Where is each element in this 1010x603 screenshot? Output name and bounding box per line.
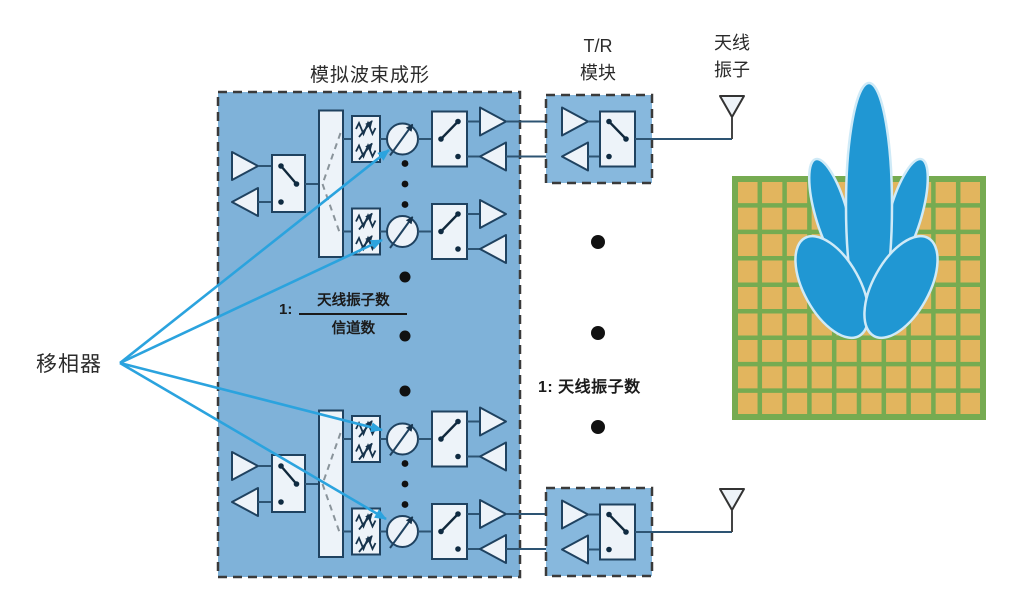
- analog-beamforming-title: 模拟波束成形: [309, 65, 430, 86]
- phase-shifter-label: 移相器: [36, 353, 102, 376]
- analog-beamforming-box: [216, 90, 522, 579]
- ellipsis-dot: [591, 326, 605, 340]
- ellipsis-dot: [399, 330, 411, 342]
- antenna-bottom: [719, 488, 745, 533]
- ratio-prefix: 1:: [279, 301, 293, 318]
- tr-module-bottom: [546, 488, 652, 576]
- tr-module-top: [546, 95, 652, 183]
- channel-ratio-fraction: 1: 天线振子数 信道数: [279, 289, 408, 338]
- ratio-denominator: 信道数: [331, 321, 376, 337]
- tr-module-label: T/R 模块: [580, 36, 616, 83]
- antenna-element-label: 天线 振子: [714, 33, 750, 80]
- beam-pattern: [794, 81, 939, 340]
- ratio-numerator: 天线振子数: [299, 289, 408, 315]
- ellipsis-dot: [399, 271, 411, 283]
- ellipsis-dot: [591, 420, 605, 434]
- antenna-element-ratio-label: 1: 天线振子数: [538, 379, 641, 396]
- phase-shifter-pointer-arrows: [119, 148, 390, 521]
- antenna-top: [719, 95, 745, 140]
- ellipsis-dot: [399, 385, 411, 397]
- ellipsis-dot: [591, 235, 605, 249]
